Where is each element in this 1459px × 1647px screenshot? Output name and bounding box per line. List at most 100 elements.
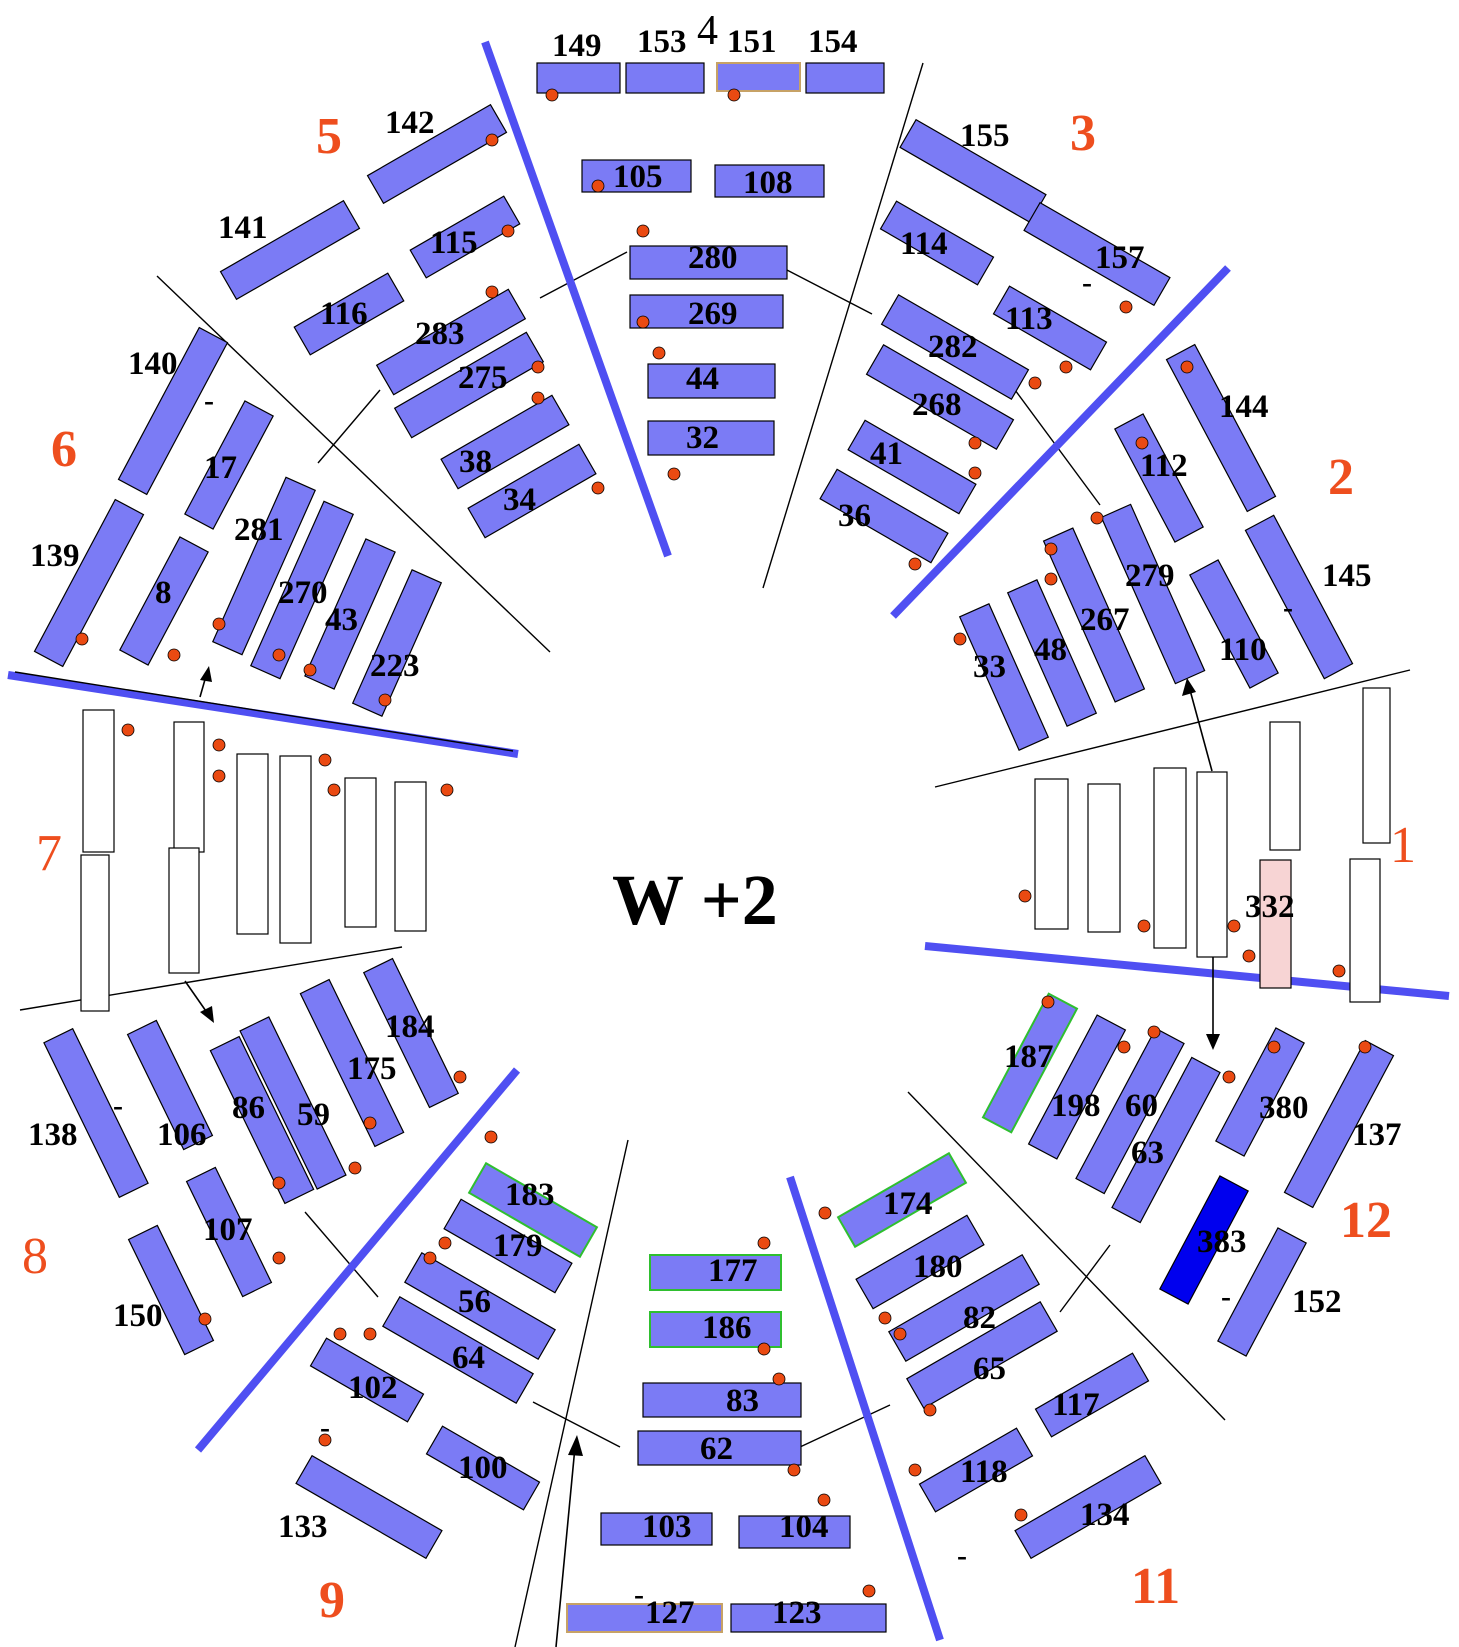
chamber-17[interactable] <box>184 400 274 530</box>
chamber-106[interactable] <box>126 1019 214 1151</box>
chamber-149[interactable] <box>536 62 621 94</box>
chamber-outline[interactable] <box>394 781 427 932</box>
chamber-outline[interactable] <box>80 854 110 1012</box>
chamber-134[interactable] <box>1014 1454 1162 1560</box>
chamber-139[interactable] <box>33 498 145 668</box>
chamber-198[interactable] <box>1027 1014 1127 1160</box>
chamber-outline[interactable] <box>344 777 377 928</box>
chamber-label: 152 <box>1292 1284 1342 1320</box>
chamber-label: 141 <box>218 210 268 246</box>
position-dot <box>438 1236 452 1250</box>
chamber-150[interactable] <box>127 1224 215 1356</box>
chamber-108[interactable] <box>714 164 825 198</box>
chamber-279[interactable] <box>1100 503 1206 685</box>
chamber-33[interactable] <box>958 603 1050 751</box>
chamber-107[interactable] <box>185 1166 273 1298</box>
chamber-outline[interactable] <box>1087 783 1121 933</box>
chamber-280[interactable] <box>629 245 788 280</box>
chamber-267[interactable] <box>1042 527 1146 703</box>
chamber-383[interactable] <box>1159 1175 1249 1305</box>
chamber-137[interactable] <box>1283 1039 1395 1209</box>
chamber-186[interactable] <box>649 1311 782 1348</box>
chamber-269[interactable] <box>629 294 784 329</box>
boundary-line <box>890 265 1231 619</box>
chamber-140[interactable] <box>117 326 229 496</box>
chamber-174[interactable] <box>836 1151 968 1249</box>
chamber-102[interactable] <box>309 1337 425 1423</box>
chamber-outline[interactable] <box>1153 767 1187 949</box>
chamber-32[interactable] <box>647 420 775 456</box>
chamber-179[interactable] <box>443 1198 573 1294</box>
chamber-153[interactable] <box>625 62 705 94</box>
chamber-outline[interactable] <box>168 847 200 974</box>
chamber-141[interactable] <box>219 199 361 301</box>
chamber-65[interactable] <box>905 1300 1059 1410</box>
chamber-56[interactable] <box>403 1251 557 1361</box>
chamber-138[interactable] <box>43 1027 149 1199</box>
chamber-59[interactable] <box>239 1016 347 1190</box>
chamber-62[interactable] <box>637 1430 802 1466</box>
chamber-outline[interactable] <box>1269 721 1301 851</box>
chamber-8[interactable] <box>119 536 209 666</box>
chamber-60[interactable] <box>1075 1027 1185 1195</box>
chamber-outline[interactable] <box>82 709 115 853</box>
chamber-268[interactable] <box>865 343 1015 451</box>
chamber-outline[interactable] <box>279 755 312 944</box>
chamber-38[interactable] <box>440 394 570 490</box>
chamber-100[interactable] <box>425 1425 541 1511</box>
chamber-36[interactable] <box>819 468 949 564</box>
chamber-157[interactable] <box>1023 201 1171 307</box>
chamber-177[interactable] <box>649 1254 782 1291</box>
chamber-41[interactable] <box>847 419 977 515</box>
chamber-103[interactable] <box>600 1512 713 1546</box>
chamber-115[interactable] <box>409 195 521 279</box>
chamber-151[interactable] <box>716 62 801 92</box>
chamber-223[interactable] <box>351 569 443 717</box>
chamber-83[interactable] <box>642 1382 802 1418</box>
chamber-116[interactable] <box>293 272 405 356</box>
chamber-127[interactable] <box>566 1603 723 1633</box>
chamber-175[interactable] <box>299 978 405 1148</box>
chamber-282[interactable] <box>880 293 1030 401</box>
chamber-104[interactable] <box>738 1515 851 1549</box>
chamber-144[interactable] <box>1165 343 1277 513</box>
chamber-outline[interactable] <box>1034 778 1069 930</box>
chamber-34[interactable] <box>467 443 597 539</box>
chamber-187[interactable] <box>981 992 1079 1134</box>
chamber-44[interactable] <box>647 363 776 399</box>
chamber-123[interactable] <box>730 1603 887 1633</box>
chamber-118[interactable] <box>918 1427 1034 1513</box>
chamber-outline[interactable] <box>1196 771 1228 958</box>
chamber-152[interactable] <box>1217 1227 1307 1357</box>
chamber-outline[interactable] <box>173 721 205 853</box>
chamber-outline[interactable] <box>236 753 269 935</box>
chamber-133[interactable] <box>295 1454 443 1560</box>
chamber-43[interactable] <box>304 538 396 690</box>
chamber-380[interactable] <box>1215 1027 1305 1157</box>
chamber-145[interactable] <box>1244 514 1354 680</box>
chamber-82[interactable] <box>887 1253 1041 1363</box>
dash-marker: - <box>113 1089 123 1122</box>
chamber-label: 100 <box>458 1450 508 1486</box>
chamber-114[interactable] <box>879 200 995 286</box>
chamber-outline[interactable] <box>1349 858 1381 1003</box>
chamber-183[interactable] <box>467 1161 599 1259</box>
chamber-283[interactable] <box>375 288 527 396</box>
chamber-184[interactable] <box>362 957 460 1109</box>
chamber-154[interactable] <box>805 62 885 94</box>
chamber-64[interactable] <box>381 1295 535 1405</box>
chamber-281[interactable] <box>211 476 317 656</box>
chamber-332[interactable] <box>1259 859 1292 989</box>
chamber-113[interactable] <box>992 285 1108 371</box>
chamber-label: 187 <box>1004 1039 1054 1075</box>
chamber-86[interactable] <box>209 1035 315 1205</box>
chamber-270[interactable] <box>249 500 355 680</box>
chamber-180[interactable] <box>855 1214 985 1310</box>
chamber-48[interactable] <box>1006 579 1098 727</box>
chamber-117[interactable] <box>1034 1352 1150 1438</box>
chamber-142[interactable] <box>366 103 508 205</box>
chamber-outline[interactable] <box>1362 687 1391 844</box>
chamber-275[interactable] <box>393 331 545 439</box>
chamber-63[interactable] <box>1111 1056 1221 1224</box>
chamber-110[interactable] <box>1189 559 1279 689</box>
